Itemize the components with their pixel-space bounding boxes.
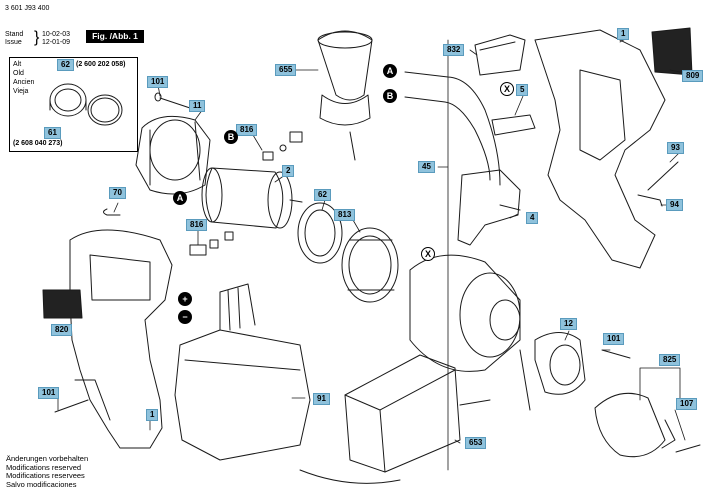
part-107-screw-drawing	[675, 444, 701, 453]
tag-4: 4	[526, 212, 539, 224]
stand-label: Stand	[5, 31, 24, 38]
tag-11: 11	[189, 100, 206, 112]
doc-number: 3 601 J93 400	[5, 5, 50, 12]
part-1-left-housing-drawing	[69, 229, 173, 449]
tag-820: 820	[51, 324, 73, 336]
marker-b-wire: B	[383, 89, 397, 103]
issue-date: 12-01-09	[42, 39, 71, 46]
legend-box: Alt Old Ancien Vieja 62 (2 600 202 058) …	[9, 57, 138, 152]
tag-107: 107	[676, 398, 698, 410]
marker-b-housing: B	[224, 130, 238, 144]
tag-94: 94	[666, 199, 683, 211]
marker-minus: −	[178, 310, 192, 324]
legend-part-61-number: (2 608 040 273)	[13, 140, 63, 147]
part-91-battery-drawing	[174, 283, 311, 461]
marker-x-top: X	[500, 82, 514, 96]
tag-825: 825	[659, 354, 681, 366]
tag-816-bottom: 816	[186, 219, 208, 231]
part-816-bottom-contacts-drawing	[189, 231, 234, 256]
part-45-wires-drawing	[404, 71, 501, 186]
tag-5: 5	[516, 84, 529, 96]
footer-line-de: Änderungen vorbehalten	[6, 454, 89, 463]
part-11-housing-drawing	[135, 115, 211, 195]
legend-clip-ring-drawing	[87, 94, 123, 126]
tag-655: 655	[275, 64, 297, 76]
part-4-switch-drawing	[457, 169, 521, 246]
footer-line-es: Salvo modificaciones	[6, 479, 77, 489]
tag-93: 93	[667, 142, 684, 154]
legend-lang-alt: Alt	[13, 61, 22, 68]
tag-101-top: 101	[147, 76, 169, 88]
marker-a-motor: A	[173, 191, 187, 205]
marker-x-gearbox: X	[421, 247, 435, 261]
legend-tag-61: 61	[44, 127, 61, 139]
tag-101-right: 101	[603, 333, 625, 345]
tag-653: 653	[465, 437, 487, 449]
tag-101-left: 101	[38, 387, 60, 399]
tag-809: 809	[682, 70, 704, 82]
part-1-right-housing-drawing	[534, 29, 666, 269]
part-825-chuck-drawing	[594, 392, 676, 458]
part-813-ring-gear-drawing	[341, 227, 399, 303]
part-655-cover-drawing	[317, 30, 373, 161]
part-820-label-drawing	[42, 289, 83, 319]
part-12-cover-drawing	[534, 332, 586, 395]
part-101-left-screw-drawing	[54, 399, 89, 413]
legend-old-ring-drawing	[49, 83, 87, 117]
figure-label: Fig. /Abb. 1	[86, 30, 144, 43]
legend-part-62-number: (2 600 202 058)	[76, 61, 126, 68]
stand-date: 10-02-03	[42, 31, 71, 38]
legend-tag-62: 62	[57, 59, 74, 71]
tag-1-bottom: 1	[146, 409, 159, 421]
tag-2: 2	[282, 165, 295, 177]
tag-816-top: 816	[236, 124, 258, 136]
marker-plus: +	[178, 292, 192, 306]
brace-symbol: }	[34, 29, 40, 46]
leader-lines	[57, 37, 686, 471]
tag-45: 45	[418, 161, 435, 173]
tag-91: 91	[313, 393, 330, 405]
gearbox-assembly-drawing	[409, 254, 531, 411]
footer-line-fr: Modifications reservees	[6, 471, 85, 481]
footer-line-en: Modifications reserved	[6, 462, 82, 472]
part-2-motor-drawing	[201, 167, 303, 229]
legend-lang-old: Old	[13, 70, 24, 77]
part-832-cap-drawing	[474, 34, 526, 76]
tag-12: 12	[560, 318, 577, 330]
part-653-charger-drawing	[299, 354, 491, 484]
tag-62: 62	[314, 189, 331, 201]
footer-notice: Änderungen vorbehalten Modifications res…	[6, 454, 89, 489]
part-93-bit-drawing	[647, 161, 679, 191]
part-816-top-contacts-drawing	[262, 131, 303, 161]
tag-70: 70	[109, 187, 126, 199]
part-70-clip-drawing	[103, 208, 121, 216]
legend-lang-vieja: Vieja	[13, 88, 29, 95]
part-62-ring-drawing	[297, 202, 343, 264]
tag-1-top: 1	[617, 28, 630, 40]
part-809-label-drawing	[651, 27, 693, 76]
part-94-clip-drawing	[637, 194, 663, 207]
part-5-drawing	[491, 114, 536, 136]
legend-lang-ancien: Ancien	[13, 79, 35, 86]
tag-813: 813	[334, 209, 356, 221]
part-101-right-screw-drawing	[601, 349, 631, 359]
tag-832: 832	[443, 44, 465, 56]
issue-label: Issue	[5, 39, 22, 46]
marker-a-wire: A	[383, 64, 397, 78]
